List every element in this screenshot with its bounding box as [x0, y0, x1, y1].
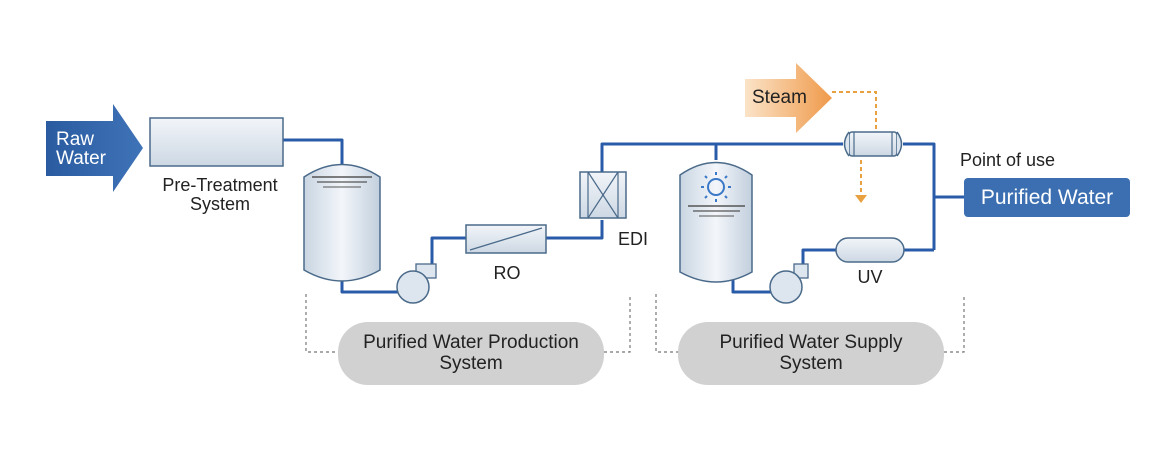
pre-treatment-unit — [149, 117, 284, 167]
ro-label: RO — [493, 263, 521, 283]
raw-water-arrow — [46, 104, 143, 192]
uv-lamp-icon — [701, 172, 731, 202]
pipe-ro-to-edi — [546, 220, 604, 240]
uv-label: UV — [857, 267, 883, 287]
supply-group-bracket — [655, 294, 965, 353]
pipe-storage-to-supply-pump — [731, 280, 772, 294]
pipe-tank-to-pump — [340, 278, 405, 294]
supply-group-label: Purified Water Supply System — [678, 322, 944, 385]
pipe-edi-to-storage — [600, 142, 718, 172]
ro-unit — [465, 224, 547, 254]
steam-line — [832, 91, 877, 195]
steam-arrow — [745, 63, 832, 133]
production-pump — [396, 263, 437, 304]
production-group-label: Purified Water Production System — [338, 322, 604, 385]
supply-tank — [679, 161, 753, 283]
uv-sterilizer — [835, 237, 905, 263]
supply-pump — [769, 263, 809, 304]
purified-water-box: Purified Water — [964, 178, 1130, 217]
production-tank — [303, 163, 381, 282]
steam-drop-arrowhead — [855, 195, 867, 203]
steam-label: Steam — [752, 87, 807, 108]
pre-treatment-label: Pre-Treatment System — [162, 175, 278, 214]
pipe-heat-exchanger-to-point-of-use — [903, 142, 936, 250]
point-of-use-label: Point of use — [960, 150, 1056, 170]
pipe-pretreat-to-tank — [283, 138, 344, 165]
edi-label: EDI — [617, 229, 648, 249]
edi-unit — [579, 171, 627, 219]
production-group-bracket — [305, 294, 631, 353]
raw-water-label: Raw Water — [56, 129, 106, 169]
heat-exchanger — [843, 131, 903, 157]
